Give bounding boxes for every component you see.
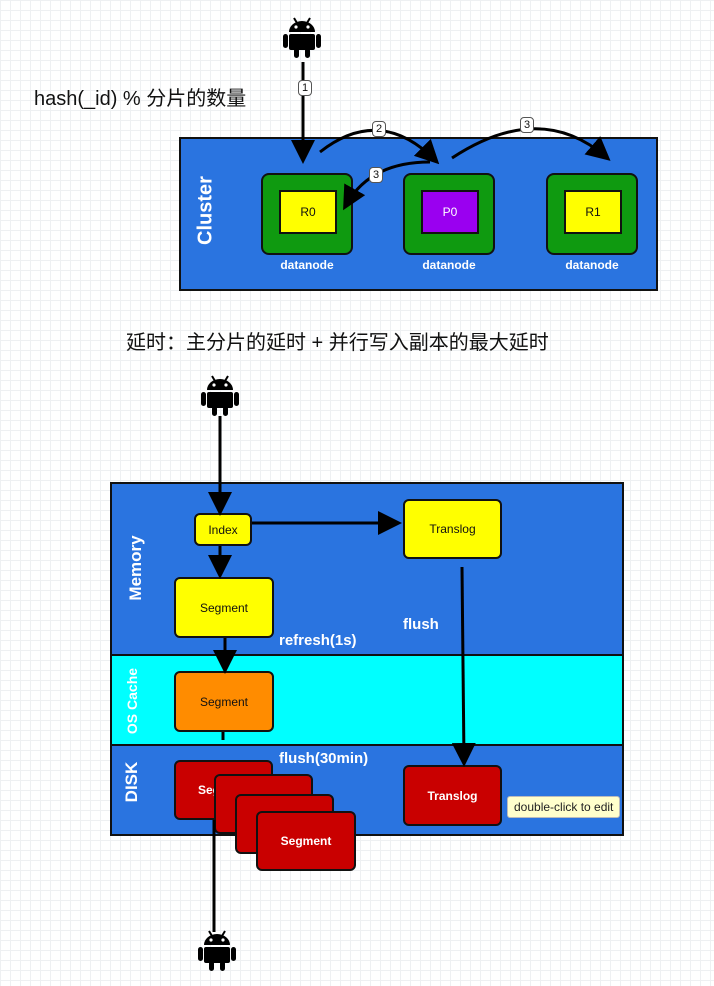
datanode-r0: R0 <box>261 173 353 255</box>
latency-note: 延时：主分片的延时 + 并行写入副本的最大延时 <box>126 332 549 354</box>
replica-shard-r0: R0 <box>279 190 337 234</box>
step-3-label: 3 <box>520 117 535 133</box>
storage-arrows <box>208 416 476 932</box>
android-icon <box>201 375 239 416</box>
datanode-p0: P0 <box>403 173 495 255</box>
refresh-label: refresh(1s) <box>279 632 357 649</box>
flush-label: flush <box>403 616 439 633</box>
replica-shard-r1: R1 <box>564 190 622 234</box>
primary-shard-p0: P0 <box>421 190 479 234</box>
edit-tooltip: double-click to edit <box>507 796 621 818</box>
segment-memory-box: Segment <box>174 577 274 638</box>
datanode-label: datanode <box>422 258 476 272</box>
step-2-label: 2 <box>372 121 387 137</box>
translog-memory-box: Translog <box>403 499 502 559</box>
translog-disk-box: Translog <box>403 765 502 826</box>
segment-disk-box: Segment <box>256 811 356 871</box>
datanode-label: datanode <box>565 258 619 272</box>
datanode-r1: R1 <box>546 173 638 255</box>
step-3-label: 3 <box>369 167 384 183</box>
flush-timed-label: flush(30min) <box>279 750 369 767</box>
step-1-label: 1 <box>298 80 313 96</box>
datanode-label: datanode <box>280 258 334 272</box>
android-icon <box>283 17 321 58</box>
segment-os-cache-box: Segment <box>174 671 274 732</box>
shard-formula: hash(_id) % 分片的数量 <box>34 88 247 110</box>
cluster-arrows <box>291 62 611 211</box>
android-icon <box>198 930 236 971</box>
